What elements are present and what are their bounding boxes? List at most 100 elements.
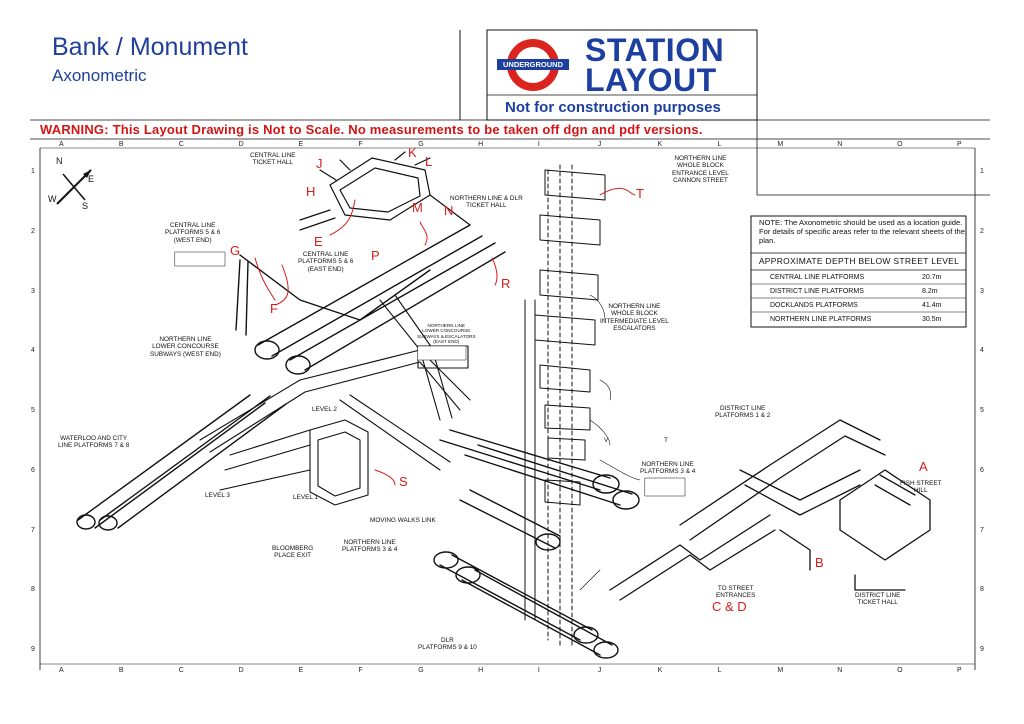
label-level-3: LEVEL 3 <box>205 492 230 499</box>
grid-column-label: F <box>358 667 363 674</box>
label-moving-walks-link: MOVING WALKS LINK <box>370 517 436 524</box>
grid-row-label: 5 <box>31 407 35 414</box>
marker-b: B <box>815 555 824 570</box>
grid-column-label: D <box>238 667 244 674</box>
compass-icon <box>56 169 92 205</box>
marker-k: K <box>408 145 417 160</box>
label-district-ticket-hall: DISTRICT LINE TICKET HALL <box>855 592 901 607</box>
marker-c-d: C & D <box>712 599 747 614</box>
grid-column-label: K <box>657 141 663 148</box>
grid-row-label: 1 <box>31 168 35 175</box>
label-northern-dlr-ticket-hall: NORTHERN LINE & DLR TICKET HALL <box>450 195 523 210</box>
escalator-stack <box>524 164 606 646</box>
marker-f: F <box>270 301 278 316</box>
marker-p: P <box>371 248 380 263</box>
grid-column-label: J <box>597 141 602 148</box>
grid-column-label: I <box>537 667 540 674</box>
compass-w: W <box>48 194 57 204</box>
grid-row-label: 9 <box>980 646 984 653</box>
marker-e: E <box>314 234 323 249</box>
grid-column-label: N <box>837 141 843 148</box>
grid-row-label: 2 <box>31 227 35 235</box>
grid-column-label: N <box>837 667 843 674</box>
station-heading-line2: LAYOUT <box>585 62 717 98</box>
compass-s: S <box>82 201 89 211</box>
drawing-type: Axonometric <box>52 66 147 85</box>
label-northern-platforms-34-lower: NORTHERN LINE PLATFORMS 3 & 4 <box>342 539 398 554</box>
grid-row-label: 1 <box>980 168 984 175</box>
label-fish-street-hill: FISH STREET HILL <box>900 480 942 495</box>
grid-column-label: E <box>298 141 304 148</box>
marker-n: N <box>444 203 454 218</box>
label-district-platforms: DISTRICT LINE PLATFORMS 1 & 2 <box>715 405 771 420</box>
grid-column-label: M <box>777 667 784 674</box>
grid-column-label: L <box>717 141 722 148</box>
grid-column-label: K <box>657 667 663 674</box>
grid-column-label: P <box>957 667 962 674</box>
label-t-mark: T <box>664 437 668 444</box>
compass-n: N <box>56 156 63 166</box>
marker-g: G <box>230 243 241 258</box>
district-line <box>609 419 931 601</box>
label-waterloo-city-platforms: WATERLOO AND CITY LINE PLATFORMS 7 & 8 <box>58 435 130 450</box>
label-central-platforms-west: CENTRAL LINE PLATFORMS 5 & 6 (WEST END) <box>165 222 221 244</box>
grid-row-label: 3 <box>980 287 984 295</box>
label-northern-lower-subways-west: NORTHERN LINE LOWER CONCOURSE SUBWAYS (W… <box>150 336 221 358</box>
label-v-mark: V <box>604 437 609 444</box>
grid-row-label: 9 <box>31 646 35 653</box>
marker-m: M <box>412 200 423 215</box>
grid-row-label: 3 <box>31 287 35 295</box>
grid-column-label: H <box>478 667 484 674</box>
label-northern-lower-subways-east: NORTHERN LINE LOWER CONCOURSE SUBWAYS & … <box>417 323 476 345</box>
axonometric-note: NOTE: The Axonometric should be used as … <box>759 218 965 245</box>
grid-column-label: J <box>597 667 602 674</box>
label-northern-whole-block-entrance: NORTHERN LINE WHOLE BLOCK ENTRANCE LEVEL… <box>672 155 729 185</box>
bloomberg-levels <box>219 419 369 506</box>
marker-s: S <box>399 474 408 489</box>
marker-a: A <box>919 459 928 474</box>
northern-subways <box>199 294 471 471</box>
grid-row-label: 6 <box>31 466 35 474</box>
marker-l: L <box>425 154 433 169</box>
grid-column-label: C <box>178 141 184 148</box>
grid-column-label: G <box>418 667 424 674</box>
grid-column-label: O <box>897 141 903 148</box>
compass-e: E <box>88 174 95 184</box>
marker-r: R <box>501 276 511 291</box>
grid-column-label: M <box>777 141 784 148</box>
grid-column-label: P <box>957 141 962 148</box>
grid-row-label: 8 <box>31 586 35 594</box>
grid-column-label: E <box>298 667 304 674</box>
grid-column-label: A <box>59 141 64 148</box>
label-dlr-platforms: DLR PLATFORMS 9 & 10 <box>418 637 477 652</box>
grid-column-label: I <box>537 141 540 148</box>
label-to-street-entrances: TO STREET ENTRANCES <box>716 585 756 600</box>
grid-row-label: 2 <box>980 227 984 235</box>
grid-row-label: 5 <box>980 407 984 414</box>
label-level-2: LEVEL 2 <box>312 406 337 413</box>
dlr-tunnels <box>433 551 619 659</box>
grid-row-label: 4 <box>31 347 35 355</box>
grid-row-label: 4 <box>980 347 984 355</box>
depth-table-title: APPROXIMATE DEPTH BELOW STREET LEVEL <box>758 256 960 266</box>
northern-platform-tunnels <box>439 429 640 551</box>
marker-t: T <box>636 186 644 201</box>
not-for-construction: Not for construction purposes <box>505 99 721 116</box>
grid-column-label: F <box>358 141 363 148</box>
waterloo-city-tunnels <box>76 394 287 531</box>
grid-column-label: B <box>118 667 124 674</box>
station-title: Bank / Monument <box>52 33 248 61</box>
grid-column-label: H <box>478 141 484 148</box>
central-ticket-hall <box>299 151 471 231</box>
grid-row-label: 7 <box>980 526 984 534</box>
label-northern-intermediate-escalators: NORTHERN LINE WHOLE BLOCK INTERMEDIATE L… <box>600 303 669 333</box>
label-level-1: LEVEL 1 <box>293 494 318 501</box>
grid-row-label: 8 <box>980 586 984 594</box>
